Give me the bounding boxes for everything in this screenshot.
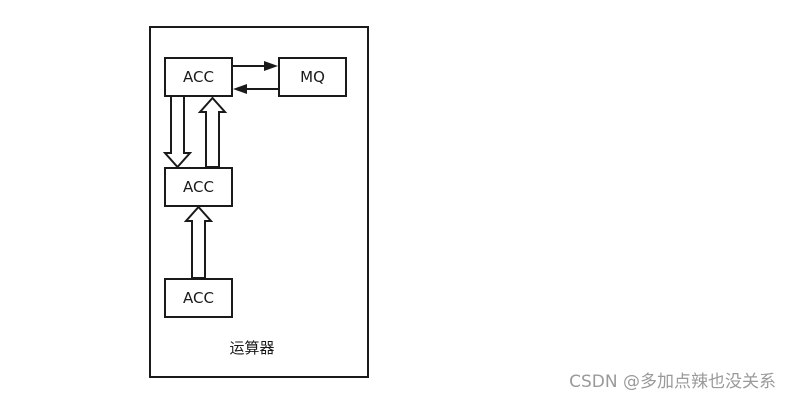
mq-label: MQ (300, 68, 325, 86)
acc-middle-box: ACC (164, 167, 233, 207)
arrow-acc-to-mq (233, 61, 278, 71)
acc-bottom-label: ACC (183, 289, 214, 307)
acc-top-label: ACC (183, 68, 214, 86)
acc-bottom-box: ACC (164, 278, 233, 318)
acc-top-box: ACC (164, 57, 233, 97)
hollow-arrow-up-icon (183, 205, 214, 279)
acc-middle-label: ACC (183, 178, 214, 196)
watermark-text: CSDN @多加点辣也没关系 (569, 372, 776, 392)
mq-box: MQ (278, 57, 347, 97)
arrow-mq-to-acc (233, 84, 279, 94)
alu-caption: 运算器 (229, 339, 274, 357)
hollow-arrow-down-icon (162, 95, 193, 169)
hollow-arrow-up-icon (197, 96, 228, 168)
